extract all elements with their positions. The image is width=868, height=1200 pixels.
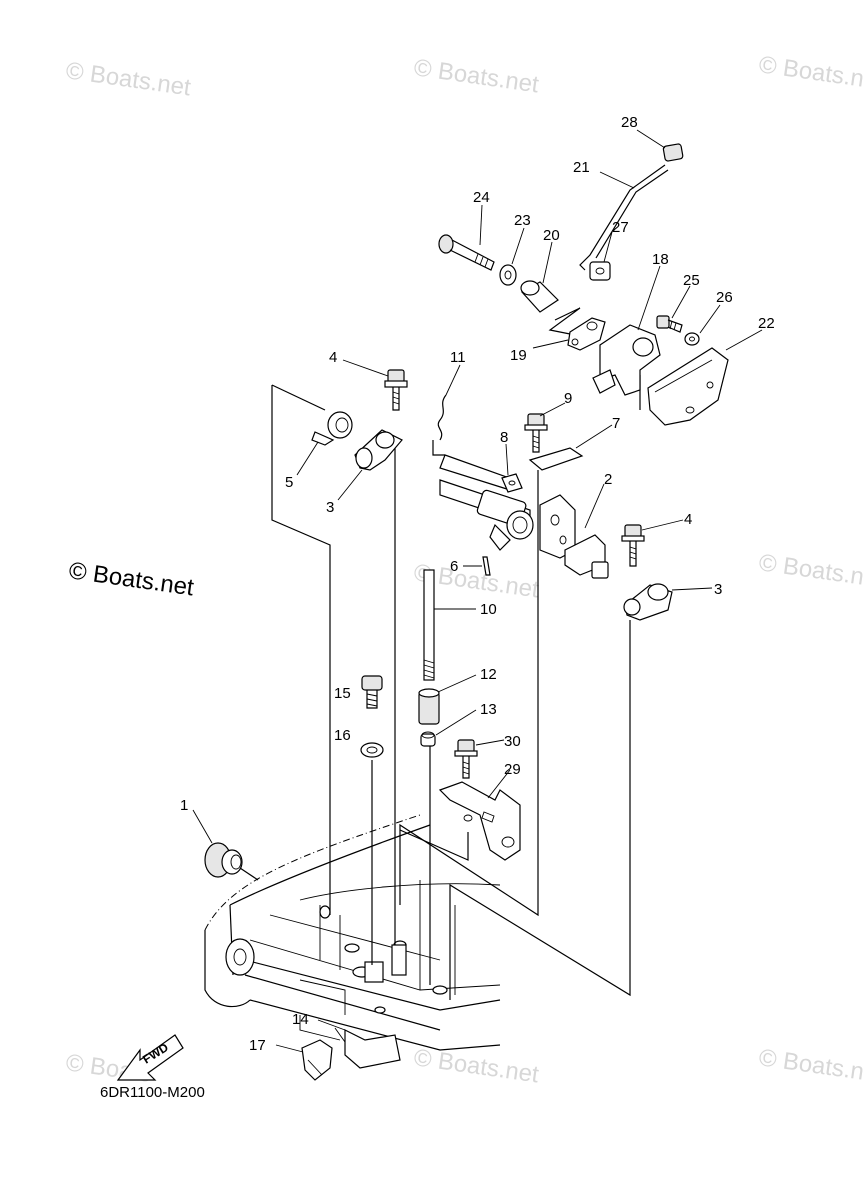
part-14-clip[interactable] [334,1027,401,1069]
callout-23[interactable]: 23 [514,212,531,229]
watermark-bottom-center: © Boats.net [412,1044,541,1088]
part-4-bolt-right[interactable] [621,524,645,567]
callout-17[interactable]: 17 [249,1037,266,1054]
callout-19[interactable]: 19 [510,347,527,364]
part-21-link-rod[interactable] [579,164,669,271]
part-1-grommet[interactable] [204,842,259,881]
part-6-pin[interactable] [482,556,491,576]
part-17-holder[interactable] [301,1039,333,1081]
part-20-collar[interactable] [520,280,559,313]
part-15-bolt[interactable] [361,675,383,709]
callout-14[interactable]: 14 [292,1011,309,1028]
part-30-bolt[interactable] [454,739,478,779]
callout-8[interactable]: 8 [500,429,508,446]
part-11-clip[interactable] [437,394,447,441]
part-26-washer[interactable] [684,332,700,346]
part-22-bracket[interactable] [647,347,729,426]
callout-3-left[interactable]: 3 [326,499,334,516]
part-27-joint[interactable] [589,261,611,281]
callout-9[interactable]: 9 [564,390,572,407]
callout-18[interactable]: 18 [652,251,669,268]
part-19-lever[interactable] [567,317,606,351]
callout-12[interactable]: 12 [480,666,497,683]
callout-24[interactable]: 24 [473,189,490,206]
part-3-lever-left[interactable] [354,429,403,471]
callout-7[interactable]: 7 [612,415,620,432]
watermark-top-center: © Boats.net [412,54,541,98]
callout-13[interactable]: 13 [480,701,497,718]
callout-5[interactable]: 5 [285,474,293,491]
callout-16[interactable]: 16 [334,727,351,744]
callout-27[interactable]: 27 [612,219,629,236]
watermark-top-right: © Boats.n [757,51,865,92]
part-25-bolt[interactable] [656,315,683,333]
part-12-collar[interactable] [418,688,440,725]
callout-2[interactable]: 2 [604,471,612,488]
part-23-washer[interactable] [499,264,517,286]
callout-26[interactable]: 26 [716,289,733,306]
part-29-bracket[interactable] [438,781,521,861]
callout-15[interactable]: 15 [334,685,351,702]
bottom-cowling [204,814,501,1051]
watermark-top-left: © Boats.net [64,57,193,101]
callout-29[interactable]: 29 [504,761,521,778]
callout-28[interactable]: 28 [621,114,638,131]
callout-21[interactable]: 21 [573,159,590,176]
callout-3-right[interactable]: 3 [714,581,722,598]
callout-22[interactable]: 22 [758,315,775,332]
part-24-bolt[interactable] [438,234,495,271]
leader-lines [192,129,763,1053]
watermark-mid-right: © Boats.n [757,549,865,590]
part-5-clip[interactable] [311,411,353,446]
callout-30[interactable]: 30 [504,733,521,750]
callout-20[interactable]: 20 [543,227,560,244]
callout-4-left[interactable]: 4 [329,349,337,366]
part-13-nut[interactable] [420,731,436,747]
part-18-control-arm[interactable] [592,324,661,396]
part-16-washer[interactable] [360,742,384,758]
callout-10[interactable]: 10 [480,601,497,618]
watermarks: © Boats.net © Boats.net © Boats.n © Boat… [64,51,865,1088]
assembly-lines [271,307,641,1000]
part-7-plate[interactable] [528,447,584,471]
part-8-clip[interactable] [501,473,523,493]
callout-6[interactable]: 6 [450,558,458,575]
callout-11[interactable]: 11 [450,349,466,366]
watermark-bottom-right: © Boats.n [757,1044,865,1085]
part-9-bolt[interactable] [524,413,548,453]
part-2-shift-shaft[interactable] [439,454,609,579]
part-10-rod[interactable] [423,440,445,681]
part-3-lever-right[interactable] [623,583,673,621]
callout-labels: 28 21 24 23 20 27 18 25 26 22 19 4 11 9 … [180,114,775,1054]
part-4-bolt-left[interactable] [384,369,408,411]
callout-4-right[interactable]: 4 [684,511,692,528]
callout-25[interactable]: 25 [683,272,700,289]
diagram-code: 6DR1100-M200 [100,1084,205,1101]
watermark-mid-left: © Boats.net [67,557,196,601]
part-28-cap[interactable] [662,143,684,162]
callout-1[interactable]: 1 [180,797,188,814]
